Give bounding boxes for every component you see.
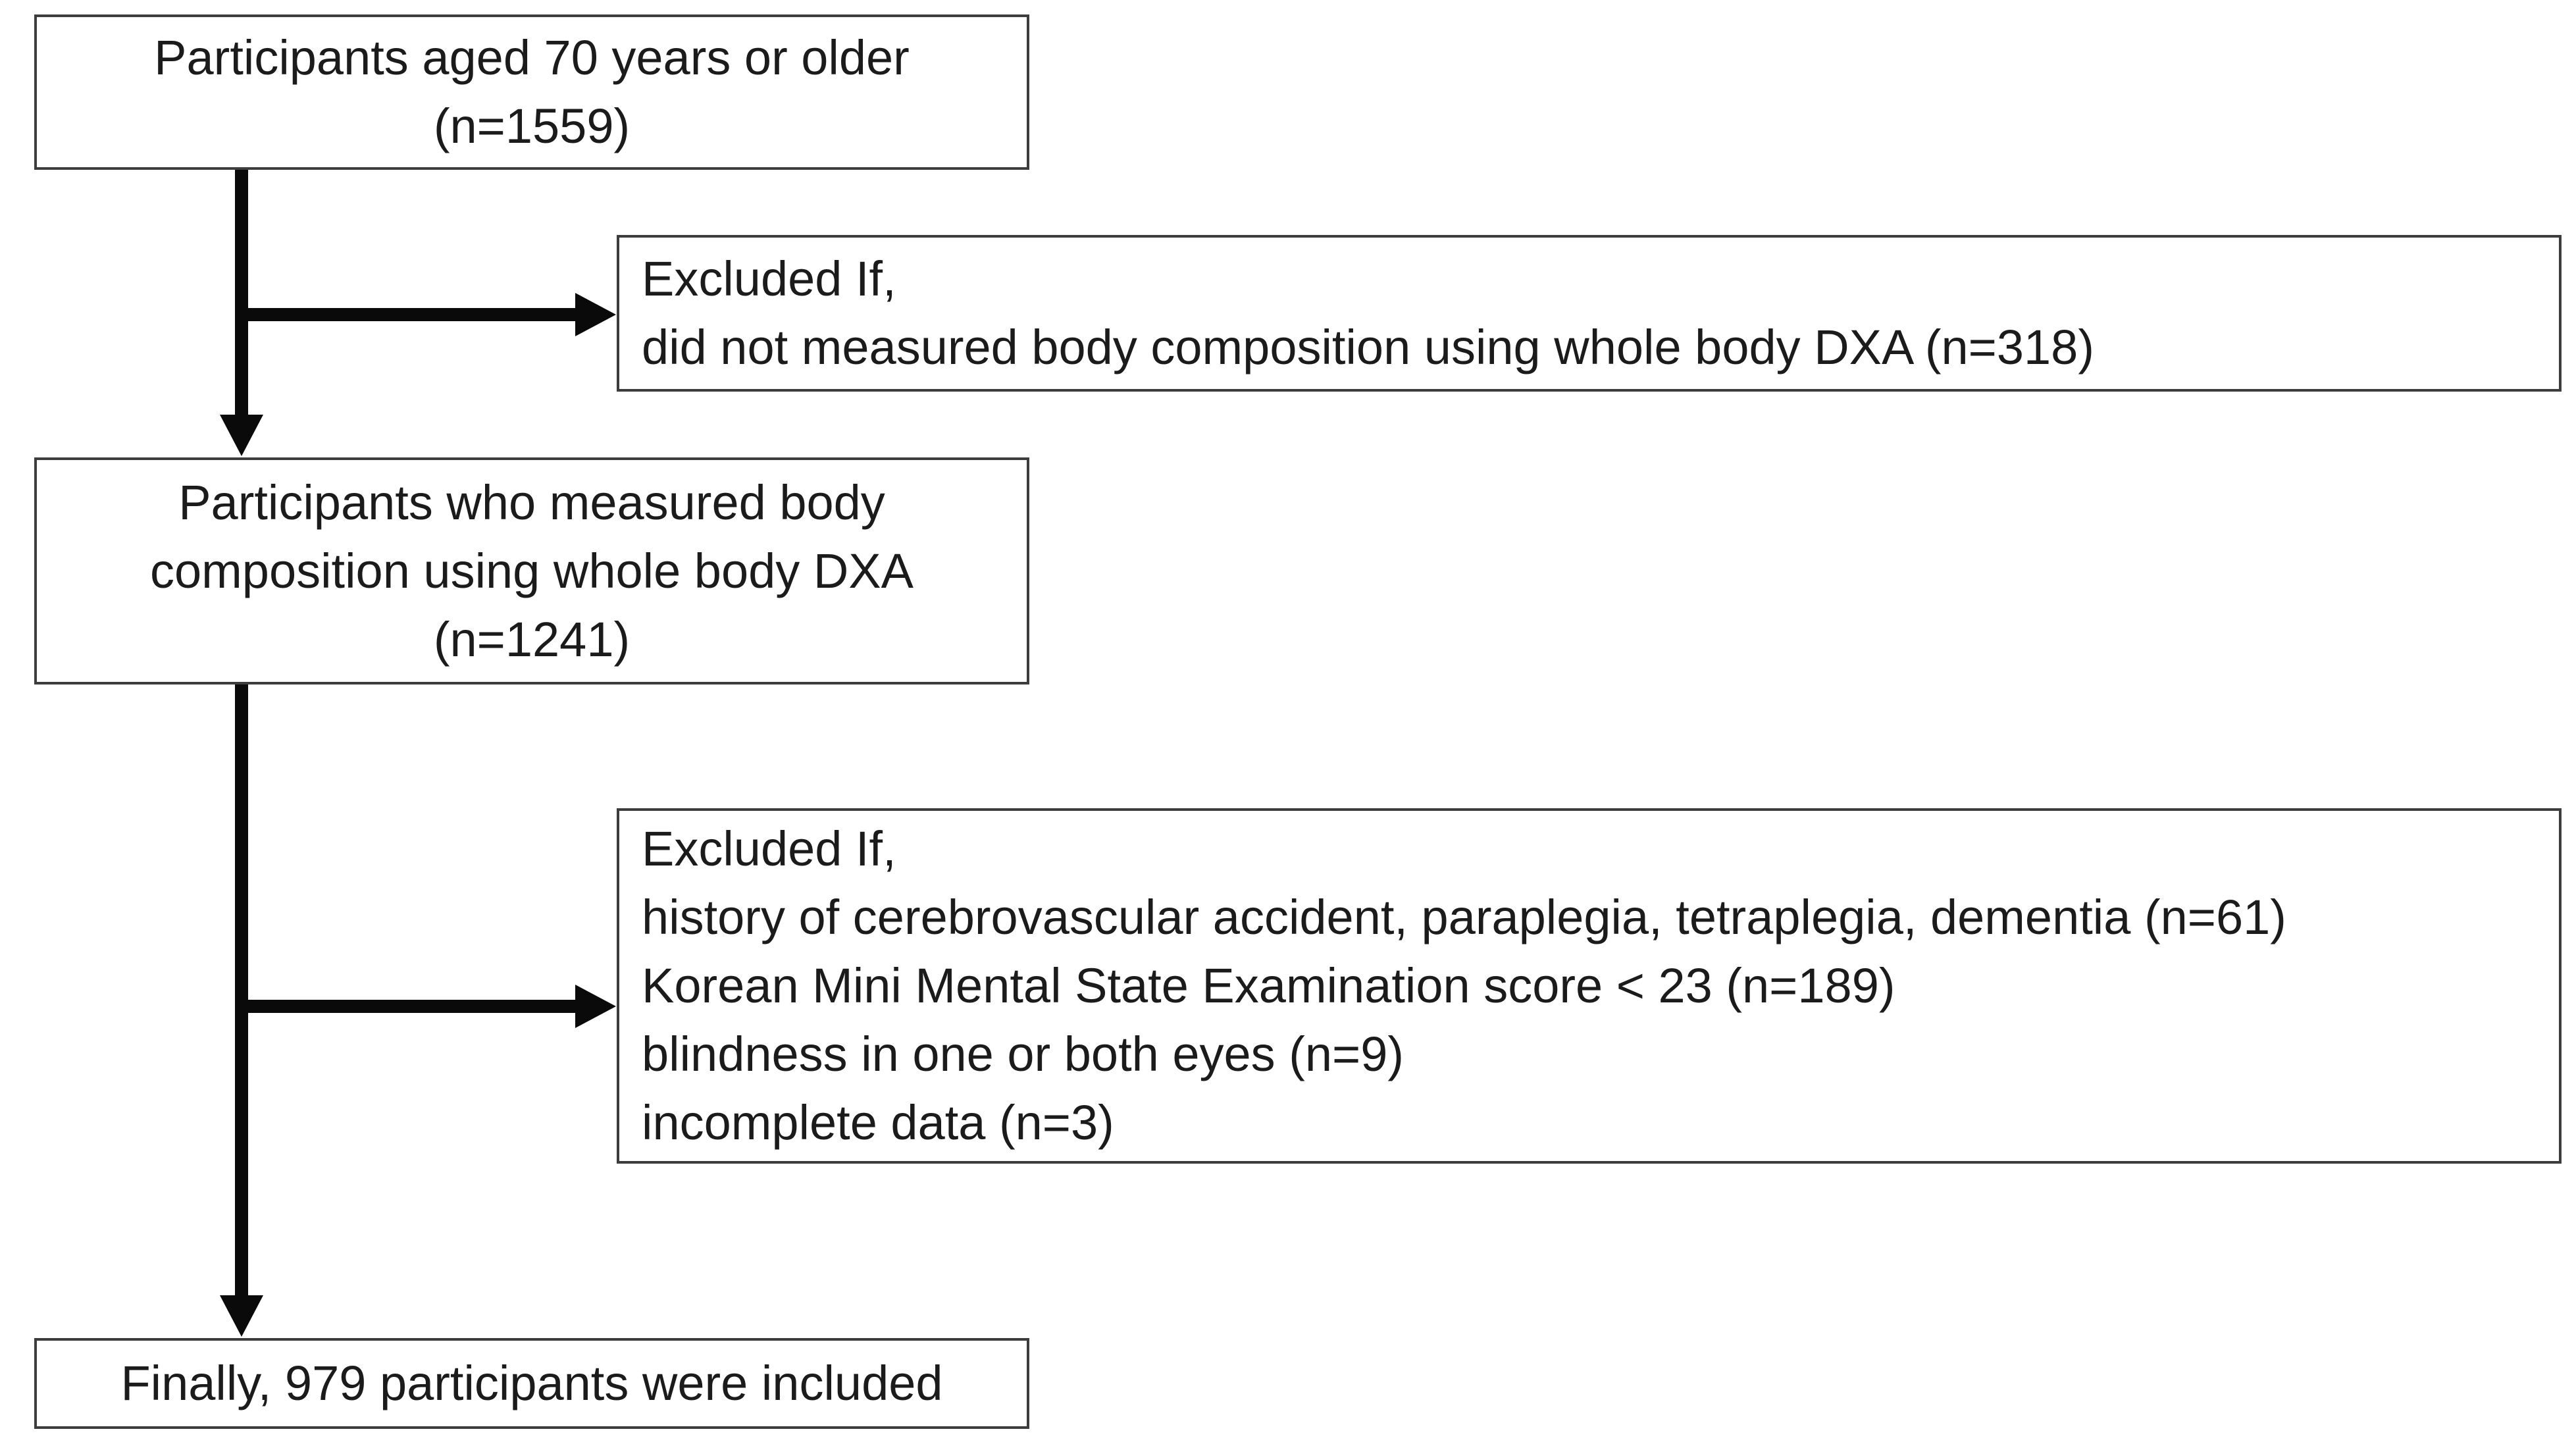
box-final-included: Finally, 979 participants were included (34, 1338, 1029, 1429)
box-excluded-clinical-reason-3: blindness in one or both eyes (n=9) (642, 1027, 1404, 1081)
box-measured-dxa-line-2: composition using whole body DXA (150, 543, 914, 598)
arrowhead-right-icon-1 (575, 293, 616, 336)
box-excluded-clinical: Excluded If, history of cerebrovascular … (617, 808, 2562, 1164)
box-excluded-clinical-reason-2: Korean Mini Mental State Examination sco… (642, 958, 1895, 1013)
box-excluded-dxa: Excluded If, did not measured body compo… (617, 235, 2562, 392)
box-measured-dxa-line-1: Participants who measured body (178, 475, 885, 530)
box-excluded-dxa-header: Excluded If, (642, 251, 896, 306)
box-final-included-line: Finally, 979 participants were included (120, 1356, 943, 1410)
arrowhead-down-icon-1 (220, 415, 263, 456)
box-excluded-clinical-header: Excluded If, (642, 821, 896, 876)
arrowhead-right-icon-2 (575, 985, 616, 1028)
box-measured-dxa: Participants who measured body compositi… (34, 457, 1029, 684)
box-enrollment-count: (n=1559) (433, 99, 631, 153)
box-excluded-clinical-reason-4: incomplete data (n=3) (642, 1095, 1114, 1150)
arrowhead-down-icon-2 (220, 1295, 263, 1337)
box-enrollment: Participants aged 70 years or older (n=1… (34, 14, 1029, 170)
box-excluded-dxa-reason-1: did not measured body composition using … (642, 320, 2094, 374)
box-excluded-clinical-reason-1: history of cerebrovascular accident, par… (642, 890, 2286, 944)
box-measured-dxa-count: (n=1241) (433, 611, 631, 667)
box-enrollment-line-1: Participants aged 70 years or older (154, 30, 910, 85)
